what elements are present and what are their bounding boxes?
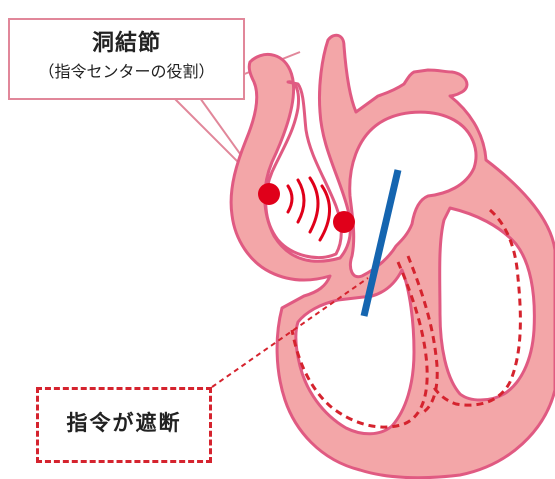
sinus-node-title: 洞結節 <box>10 30 243 58</box>
block-label-title: 指令が遮断 <box>39 408 209 438</box>
sinus-node-dot <box>258 183 280 205</box>
sinus-node-label-box: 洞結節 （指令センターの役割） <box>8 18 245 100</box>
block-label-box: 指令が遮断 <box>36 387 212 463</box>
sinus-node-subtitle: （指令センターの役割） <box>10 60 243 84</box>
signal-dot <box>333 211 355 233</box>
